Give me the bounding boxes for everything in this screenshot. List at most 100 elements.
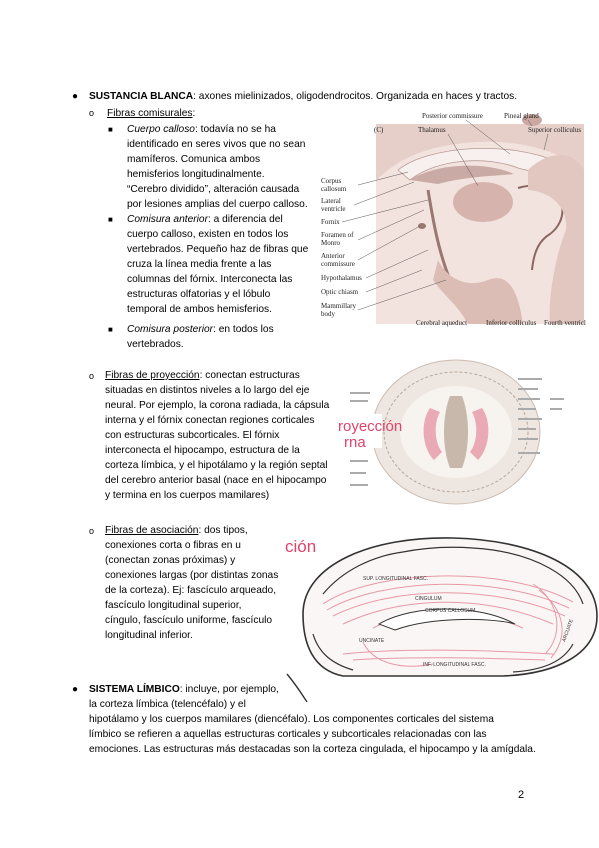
fibras-proyeccion-title: Fibras de proyección — [105, 370, 200, 381]
text-line: la corteza límbica (telencéfalo) y el — [89, 699, 246, 710]
text-line: : a diferencia del — [207, 214, 283, 225]
label-superior-colliculus: Superior colliculus — [528, 126, 581, 134]
thalamus-shape — [453, 182, 513, 222]
text-line: : en todos los — [213, 324, 274, 335]
text-line: mamíferos. Comunica ambos — [127, 154, 261, 165]
label-pineal-gland: Pineal gland — [504, 112, 539, 120]
text-line: neural. Por ejemplo, la corona radiada, … — [105, 400, 330, 411]
text-line: de la corteza). Ej: fascículo arqueado, — [105, 585, 277, 596]
text-line: cíngulo, fascículo uniforme, fascículo — [105, 615, 273, 626]
lateral-ventricle-shape — [410, 165, 514, 184]
bullet-square: ■ — [108, 125, 113, 134]
hemisphere-outline — [302, 537, 598, 677]
leader-lines — [341, 119, 549, 311]
text-line: : conectan estructuras — [199, 370, 300, 381]
label-lateral-ventricle: Lateral — [321, 197, 341, 205]
text-line: por lesiones amplias del cuerpo calloso. — [127, 199, 308, 210]
label-corpus-callosum: CORPUS CALLOSUM — [425, 608, 475, 614]
ventricle-right — [456, 396, 468, 468]
text-line: : todavía no se ha — [194, 124, 276, 135]
internal-capsule-left — [423, 408, 442, 460]
text-line: hipotálamo y los cuerpos mamilares (dien… — [89, 714, 494, 725]
association-fibers-figure: ción SUP. LONGITUDINAL FASC. CINGULUM CO… — [283, 524, 599, 702]
text-line: columnas del fórnix. Interconecta las — [127, 274, 293, 285]
cuerpo-calloso-item: Cuerpo calloso: todavía no se ha identif… — [127, 122, 308, 212]
text-line: interconecta el hipocampo, estructura de… — [105, 445, 300, 456]
text-line: vertebrados. Pequeño haz de fibras que — [127, 244, 309, 255]
bullet-dot: ● — [72, 91, 79, 102]
text-line: con estructuras subcorticales. El fórnix — [105, 430, 280, 441]
cerebellum-shape — [528, 155, 584, 324]
cortex-region — [376, 124, 584, 180]
text-line: “Cerebro dividido”, alteración causada — [127, 184, 300, 195]
comisura-anterior-item: Comisura anterior: a diferencia del cuer… — [127, 212, 308, 317]
label-posterior-commissure: Posterior commissure — [422, 112, 483, 120]
text-line: hemisferios longitudinalmente. — [127, 169, 265, 180]
label-mammillary-body: body — [321, 310, 336, 318]
sustancia-blanca-desc: : axones mielinizados, oligodendrocitos.… — [193, 91, 518, 102]
fibras-comisurales-title: Fibras comisurales — [107, 108, 193, 119]
brainstem-shape — [433, 260, 523, 324]
comisura-anterior-term: Comisura anterior — [127, 214, 208, 225]
text-line: cruza la línea media frente a las — [127, 259, 272, 270]
text-line: estructuras olfatorias y el lóbulo — [127, 289, 271, 300]
text-line: : dos tipos, — [198, 525, 248, 536]
comisura-posterior-item: Comisura posterior: en todos los vertebr… — [127, 322, 274, 352]
fibras-asociacion-item: Fibras de asociación: dos tipos, conexio… — [105, 523, 278, 643]
fibras-proyeccion-item: Fibras de proyección: conectan estructur… — [105, 368, 329, 503]
text-line: fascículo longitudinal superior, — [105, 600, 242, 611]
brainstem-outline — [286, 673, 308, 702]
text-line: corteza límbica, y el hipotálamo y la re… — [105, 460, 328, 471]
bullet-circle: o — [89, 108, 95, 118]
illegible-labels — [350, 378, 564, 486]
corpus-callosum-shape — [377, 608, 516, 631]
label-cingulum: CINGULUM — [415, 596, 442, 602]
fibras-asociacion-title: Fibras de asociación — [105, 525, 199, 536]
label-anterior-commissure: commissure — [321, 260, 355, 268]
label-hypothalamus: Hypothalamus — [321, 274, 362, 282]
internal-capsule-right — [470, 408, 489, 460]
label-corpus-callosum: callosum — [321, 185, 347, 193]
text-line: (conectan zonas próximas) y — [105, 555, 236, 566]
fornix-shape — [426, 189, 452, 281]
text-line: cuerpo calloso, existen en todos los — [127, 229, 289, 240]
label-foramen-of-monro: Monro — [321, 239, 341, 247]
overlay-text: ción — [285, 537, 316, 556]
pineal-gland-shape — [522, 114, 542, 126]
text-line: : incluye, por ejemplo, — [179, 684, 279, 695]
label-fourth-ventricle: Fourth ventricle — [544, 319, 586, 327]
text-line: y termina en los cuerpos mamilares) — [105, 490, 270, 501]
label-cerebral-aqueduct: Cerebral aqueduct — [416, 319, 467, 327]
text-line: del cerebro anterior basal (nace en el h… — [105, 475, 327, 486]
text-line: identificado en seres vivos que no sean — [127, 139, 306, 150]
label-fornix: Fornix — [321, 218, 340, 226]
label-inferior-colliculus: Inferior colliculus — [486, 319, 537, 327]
label-lateral-ventricle: ventricle — [321, 205, 346, 213]
label-anterior-commissure: Anterior — [321, 252, 345, 260]
bullet-dot: ● — [72, 684, 79, 695]
label-foramen-of-monro: Foramen of — [321, 231, 354, 239]
bullet-circle: o — [89, 371, 95, 381]
label-optic-chiasm: Optic chiasm — [321, 288, 359, 296]
text-line: conexiones corta o fibras en u — [105, 540, 241, 551]
label-inf-longitudinal: INF. LONGITUDINAL FASC. — [423, 662, 486, 668]
overlay-text: royección — [338, 418, 402, 435]
sagittal-brain-figure: (C) Posterior commissure Thalamus Pineal… — [321, 112, 586, 327]
bullet-square: ■ — [108, 325, 113, 334]
text-line: conexiones largas (por distintas zonas — [105, 570, 279, 581]
anterior-commissure-shape — [418, 223, 426, 229]
text-line: emociones. Las estructuras más destacada… — [89, 744, 536, 755]
panel-label: (C) — [374, 126, 384, 134]
text-line: situadas en distintos niveles a lo largo… — [105, 385, 310, 396]
cortex-folds — [383, 371, 529, 493]
sistema-limbico-title: SISTEMA LÍMBICO — [89, 684, 180, 695]
bullet-square: ■ — [108, 215, 113, 224]
comisura-posterior-term: Comisura posterior — [127, 324, 214, 335]
page-number: 2 — [518, 789, 525, 801]
overlay-bg — [338, 414, 382, 448]
label-mammillary-body: Mammillary — [321, 302, 356, 310]
label-corpus-callosum: Corpus — [321, 177, 342, 185]
cuerpo-calloso-term: Cuerpo calloso — [127, 124, 195, 135]
label-thalamus: Thalamus — [418, 126, 446, 134]
fibras-comisurales-heading: Fibras comisurales: — [107, 106, 195, 121]
